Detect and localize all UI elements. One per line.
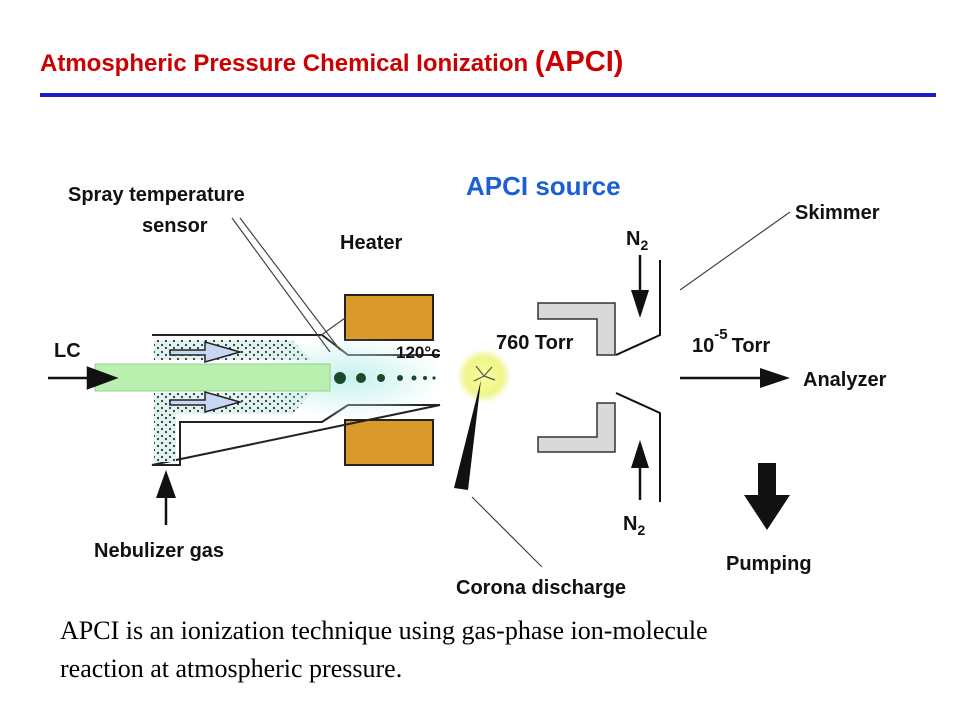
low-pressure-unit: Torr (732, 335, 771, 357)
corona-sparks (473, 365, 496, 382)
label-sensor: sensor (142, 215, 208, 237)
title-underline (40, 93, 936, 97)
low-pressure-base: 10 (692, 335, 714, 357)
skimmer-leader (679, 211, 791, 291)
heater-block-top (344, 294, 434, 341)
label-pumping: Pumping (726, 553, 812, 575)
n2-arrow-bottom-head (631, 440, 649, 468)
heater-leader (319, 317, 346, 337)
sensor-leader-a (231, 217, 331, 353)
n2-bottom-subscript: 2 (637, 522, 645, 538)
torr-block-top (537, 302, 616, 356)
skimmer-upper (615, 260, 661, 356)
spark (473, 375, 485, 382)
n2-top-subscript: 2 (640, 237, 648, 253)
lc-spray-beam (94, 363, 331, 392)
droplet-stream (334, 372, 436, 384)
sensor-leaders (231, 217, 341, 353)
droplet (356, 373, 366, 383)
label-heater: Heater (340, 232, 402, 254)
torr-block-shape (537, 402, 616, 453)
sensor-leader-b (239, 217, 341, 351)
spray-glow (255, 336, 445, 420)
n2-bottom-base: N (623, 513, 637, 535)
corona-needle (454, 380, 481, 490)
droplet (423, 376, 427, 380)
spark (475, 365, 485, 377)
label-analyzer: Analyzer (803, 369, 887, 391)
label-n2-bottom: N2 (623, 513, 645, 538)
torr-block-bottom (537, 402, 616, 453)
gas-arrow-upper (169, 341, 243, 363)
label-lc: LC (54, 340, 81, 362)
pumping-arrow (744, 463, 790, 530)
label-skimmer: Skimmer (795, 202, 880, 224)
nebulizer-arrow-head (156, 470, 176, 498)
label-n2-top: N2 (626, 228, 648, 253)
label-low-pressure: 10-5Torr (692, 326, 770, 357)
dotted-gas-lower (154, 393, 312, 462)
spark (483, 366, 493, 377)
lc-arrow (48, 366, 119, 390)
gas-flow-arrows (169, 341, 243, 413)
heater-block-bottom (344, 419, 434, 466)
corona-leader (471, 496, 543, 568)
droplet (411, 375, 417, 381)
page-title: Atmospheric Pressure Chemical Ionization… (40, 46, 623, 79)
heater-blocks (344, 294, 434, 466)
title-acronym: (APCI) (534, 46, 624, 78)
n2-arrow-bottom (631, 440, 649, 500)
n2-arrow-top (631, 255, 649, 318)
caption-line-2: reaction at atmospheric pressure. (60, 654, 403, 683)
label-temperature: 120°c (396, 343, 441, 362)
label-nebulizer-gas: Nebulizer gas (94, 540, 224, 562)
n2-arrow-top-head (631, 290, 649, 318)
apci-source-heading: APCI source (466, 171, 621, 201)
torr-block-shape (537, 302, 616, 356)
label-spray-temperature: Spray temperature (68, 184, 245, 206)
spark (483, 375, 496, 381)
gas-arrow-lower (169, 391, 243, 413)
title-main: Atmospheric Pressure Chemical Ionization (40, 50, 529, 77)
droplet (397, 375, 403, 381)
apci-source-diagram: APCI source Spray temperature sensor Hea… (48, 171, 887, 599)
skimmer-cone (615, 260, 661, 502)
nebulizer-arrow (156, 470, 176, 525)
analyzer-arrow-head (760, 368, 790, 388)
droplet (377, 374, 385, 382)
skimmer-lower (615, 392, 661, 502)
analyzer-arrow (680, 368, 790, 388)
low-pressure-exponent: -5 (714, 326, 727, 343)
n2-top-base: N (626, 228, 640, 250)
label-760-torr: 760 Torr (496, 332, 574, 354)
droplet (432, 376, 436, 380)
caption: APCI is an ionization technique using ga… (60, 612, 920, 688)
droplet (334, 372, 346, 384)
label-corona-discharge: Corona discharge (456, 577, 626, 599)
caption-line-1: APCI is an ionization technique using ga… (60, 616, 708, 645)
